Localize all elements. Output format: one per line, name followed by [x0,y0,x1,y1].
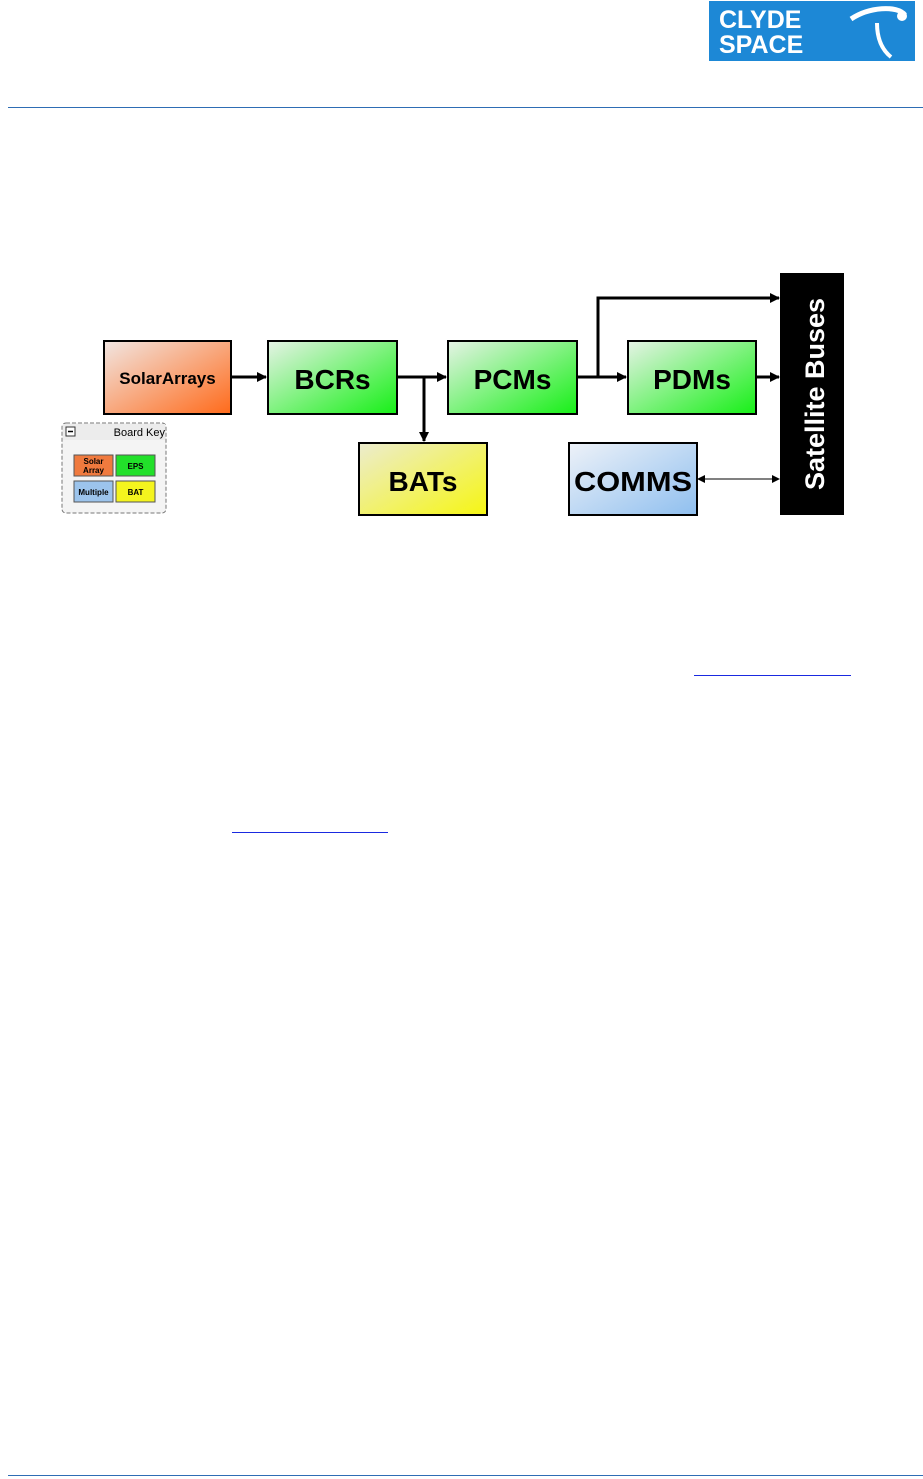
board-key-legend: Board Key Solar Array EPS Multiple BAT [61,422,167,514]
footer-rule [8,1475,923,1476]
eps-block-diagram: SolarArrays BCRs PCMs PDMs BATs COMMS Sa… [61,273,844,516]
node-satellite-buses-label: Satellite Buses [800,298,830,490]
board-key-item-solar: Solar Array [73,454,114,477]
node-bcrs: BCRs [267,340,398,415]
logo-line-1: CLYDE [719,6,801,34]
node-bats: BATs [358,442,488,516]
node-comms-label: COMMS [574,466,692,497]
board-key-solar-line2: Array [83,466,104,475]
board-key-item-multiple: Multiple [73,480,114,503]
node-pdms-label: PDMs [653,364,731,395]
clyde-space-logo: CLYDE SPACE [709,1,915,61]
header-rule [8,107,923,108]
board-key-title: Board Key [114,427,166,439]
node-pcms-label: PCMs [474,364,552,395]
logo-line-2: SPACE [719,31,803,59]
board-key-eps-label: EPS [127,462,144,471]
node-comms: COMMS [568,442,698,516]
connectors [231,293,780,483]
board-key-multiple-label: Multiple [78,488,109,497]
node-bats-label: BATs [389,466,458,497]
node-bcrs-label: BCRs [294,364,370,395]
hyperlink-underline-2[interactable] [232,832,388,833]
board-key-bat-label: BAT [128,488,144,497]
arrow-pcms-to-bus [596,293,780,377]
board-key-solar-line1: Solar [83,457,103,466]
node-solar-arrays: SolarArrays [103,340,232,415]
node-pdms: PDMs [627,340,757,415]
node-solar-arrays-label: SolarArrays [119,369,215,388]
orbit-swoosh-icon [849,6,907,59]
minus-box-icon[interactable] [65,426,76,437]
node-pcms: PCMs [447,340,578,415]
board-key-item-bat: BAT [115,480,156,503]
node-satellite-buses: Satellite Buses [780,273,844,515]
board-key-item-eps: EPS [115,454,156,477]
hyperlink-underline-1[interactable] [694,675,851,676]
